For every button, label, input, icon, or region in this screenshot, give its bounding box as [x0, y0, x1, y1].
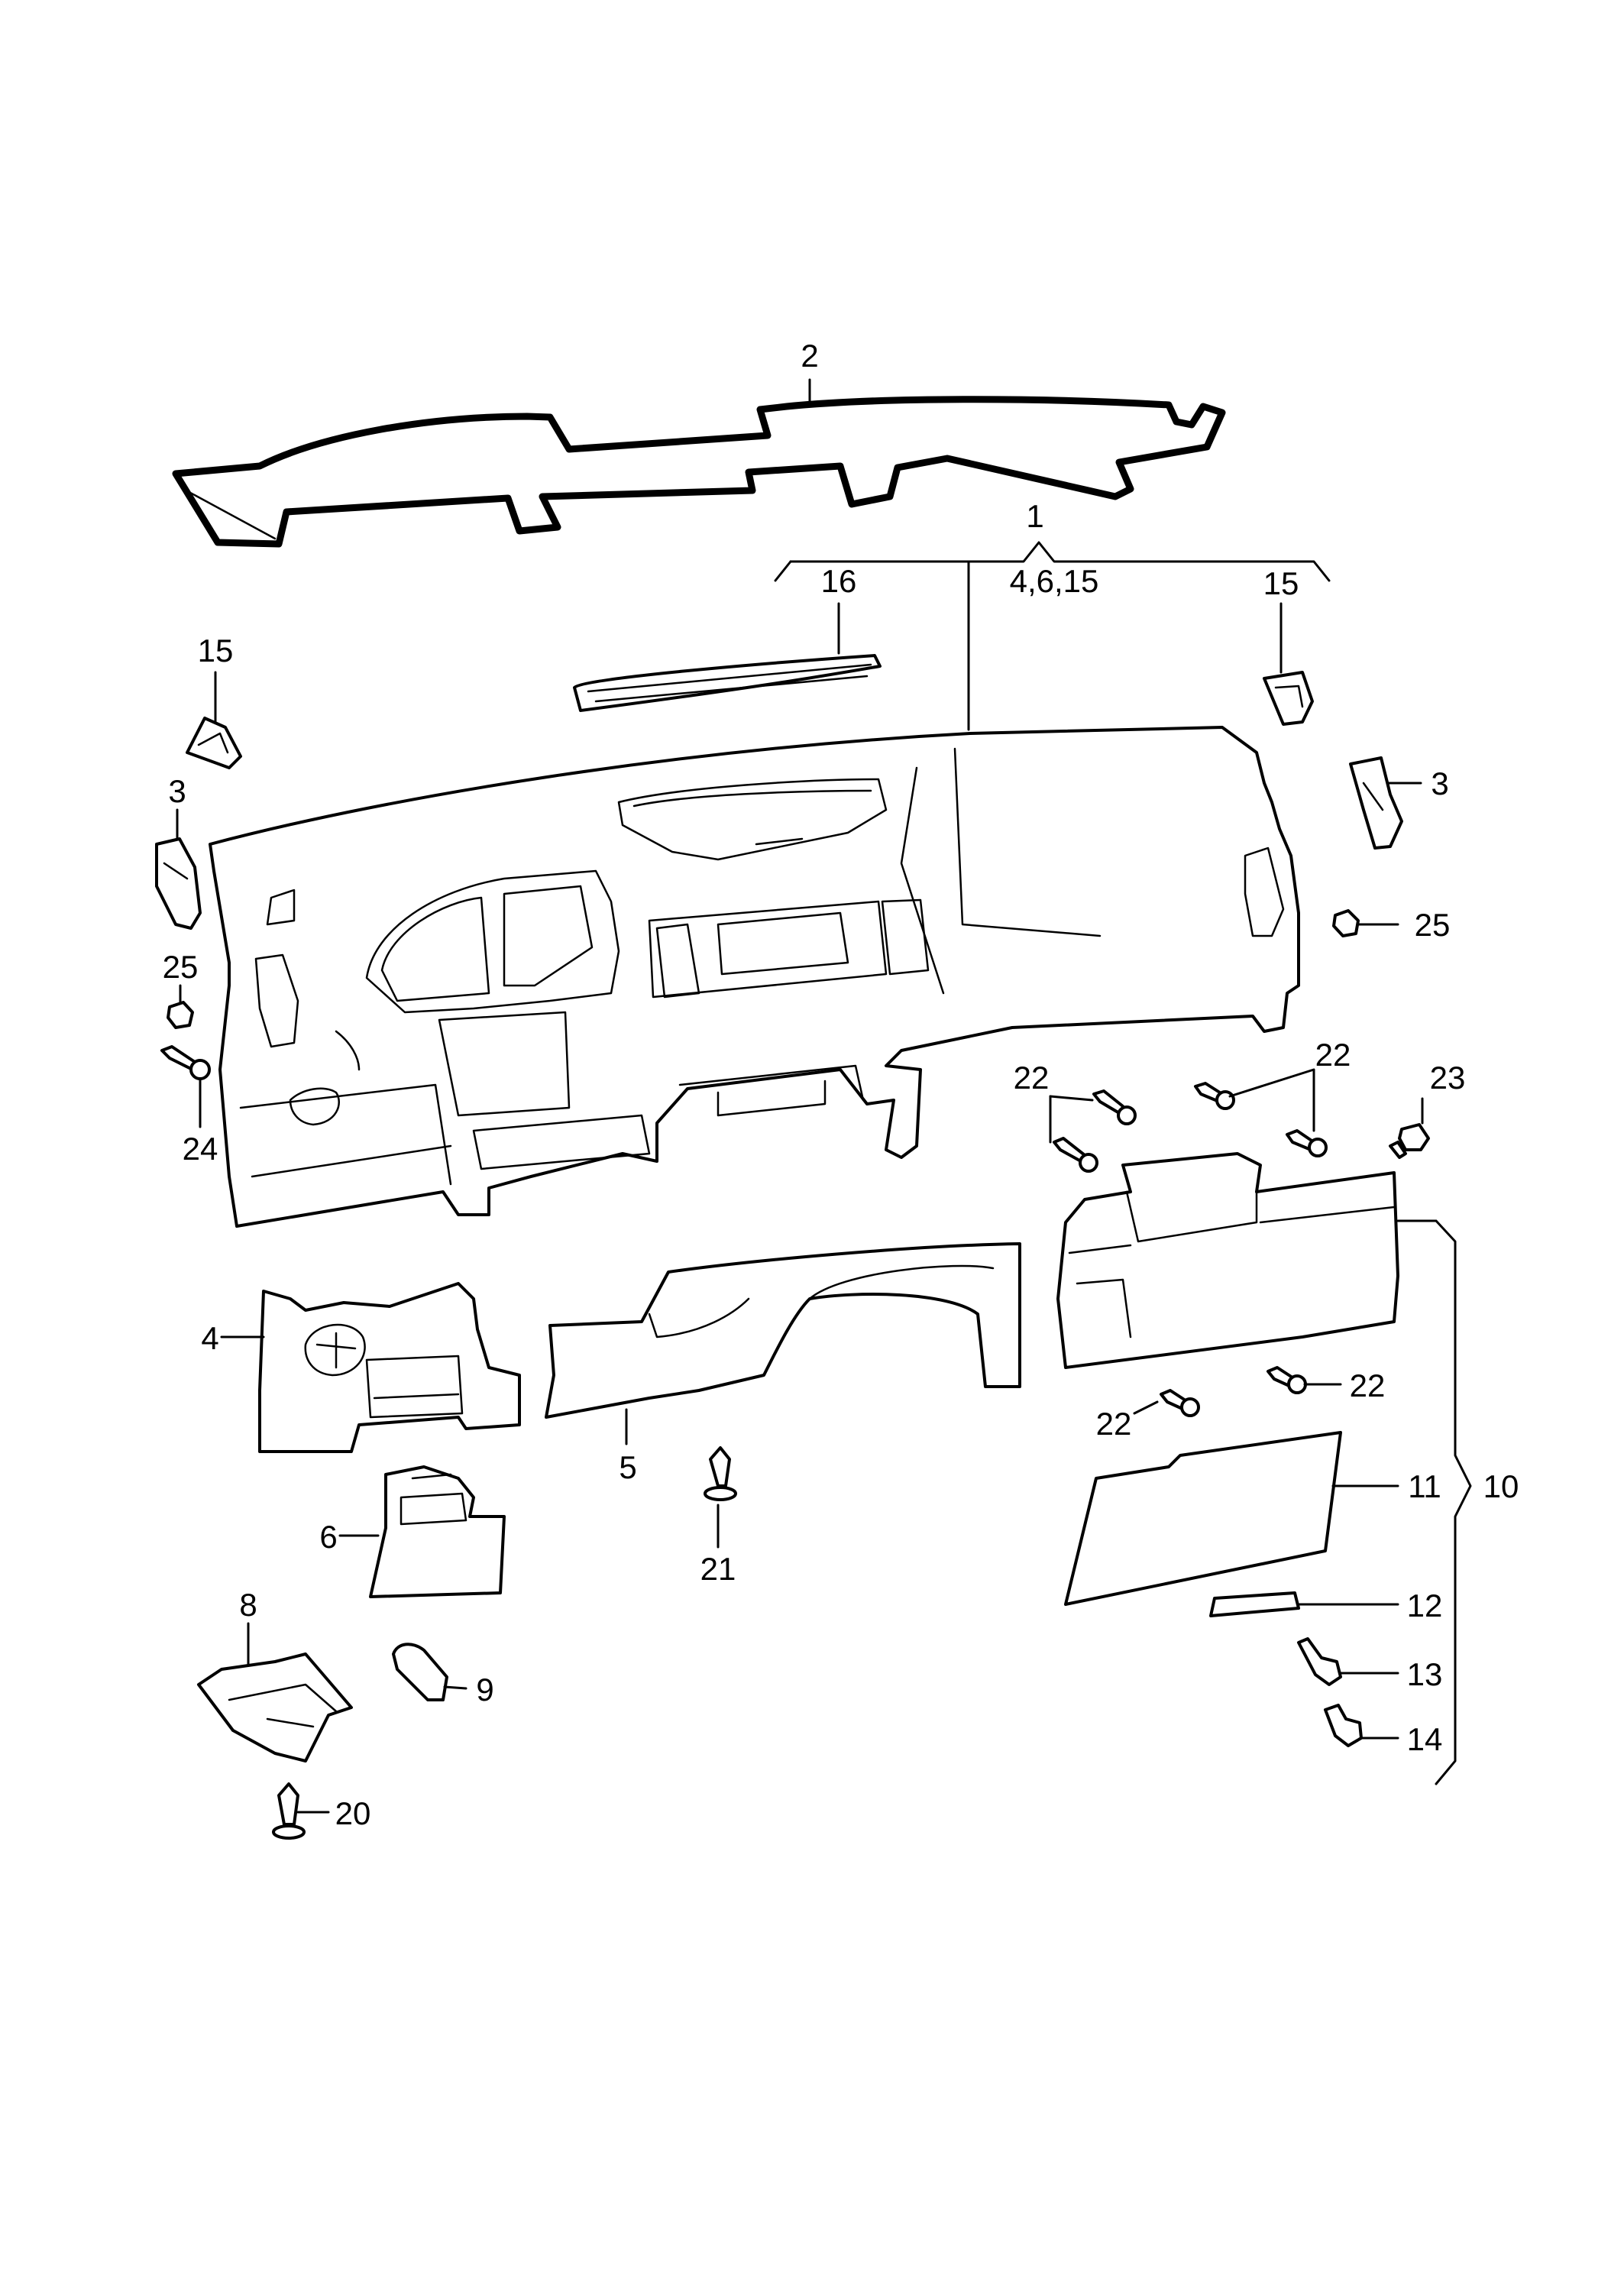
nut-25-right [1332, 909, 1360, 937]
part-6-storage-tray [369, 1465, 506, 1598]
part-5-center-lower-trim [545, 1242, 1021, 1419]
screw-21 [704, 1446, 737, 1501]
label-21: 21 [700, 1551, 736, 1587]
part-8-lower-bracket [197, 1652, 353, 1763]
part-16-trim-strip [573, 654, 882, 712]
label-3-left: 3 [168, 773, 186, 809]
label-16: 16 [821, 563, 857, 599]
label-9: 9 [476, 1672, 493, 1707]
part-3-left-endcap [155, 837, 202, 930]
callout-labels: 1 4,6,15 2 16 15 15 3 3 25 25 24 22 22 2… [163, 338, 1519, 1831]
label-14: 14 [1407, 1721, 1443, 1757]
part-13-key [1297, 1637, 1342, 1686]
label-22-d: 22 [1096, 1406, 1132, 1442]
label-4: 4 [201, 1320, 218, 1356]
part-2-dash-cover [172, 396, 1226, 548]
label-12: 12 [1407, 1588, 1443, 1623]
part-14-lock-cylinder [1324, 1704, 1363, 1747]
part-12-lid-handle [1209, 1591, 1300, 1617]
label-22-c: 22 [1350, 1368, 1386, 1403]
nut-25-left [167, 1001, 194, 1029]
part-3-right-endcap [1349, 756, 1403, 850]
label-8: 8 [239, 1587, 257, 1623]
leader-lines [176, 378, 1472, 1814]
label-25-left: 25 [163, 949, 199, 985]
label-13: 13 [1407, 1656, 1443, 1692]
label-15-left: 15 [198, 633, 234, 668]
part-1-dashboard [209, 726, 1300, 1228]
bolt-22-b [1053, 1137, 1098, 1173]
bolt-22-f [1160, 1389, 1200, 1417]
label-2: 2 [801, 338, 818, 374]
part-15-left-vent [186, 717, 242, 769]
label-6: 6 [319, 1519, 337, 1555]
bolt-22-a [1092, 1089, 1137, 1125]
label-15-right: 15 [1263, 565, 1299, 601]
label-3-right: 3 [1431, 766, 1448, 801]
label-10: 10 [1483, 1468, 1519, 1504]
label-23: 23 [1430, 1060, 1466, 1096]
label-25-right: 25 [1415, 907, 1451, 943]
screw-20 [272, 1782, 306, 1840]
bolt-22-c [1194, 1082, 1235, 1110]
part-9-clip [392, 1643, 448, 1701]
part-10-glovebox-housing [1056, 1152, 1399, 1369]
label-22-b: 22 [1315, 1037, 1351, 1073]
label-11: 11 [1408, 1468, 1441, 1504]
label-1: 1 [1026, 498, 1043, 534]
label-24: 24 [183, 1131, 218, 1167]
label-5: 5 [619, 1449, 636, 1485]
part-11-glovebox-lid [1064, 1431, 1342, 1606]
label-22-a: 22 [1014, 1060, 1050, 1096]
bolt-23 [1389, 1123, 1430, 1159]
label-20: 20 [335, 1795, 371, 1831]
label-1-subitems: 4,6,15 [1010, 563, 1099, 599]
bolt-22-e [1267, 1366, 1307, 1394]
part-15-right-vent [1263, 671, 1314, 726]
bolt-24 [160, 1045, 211, 1080]
part-4-left-lower-trim [258, 1282, 521, 1453]
bolt-22-d [1286, 1129, 1328, 1157]
